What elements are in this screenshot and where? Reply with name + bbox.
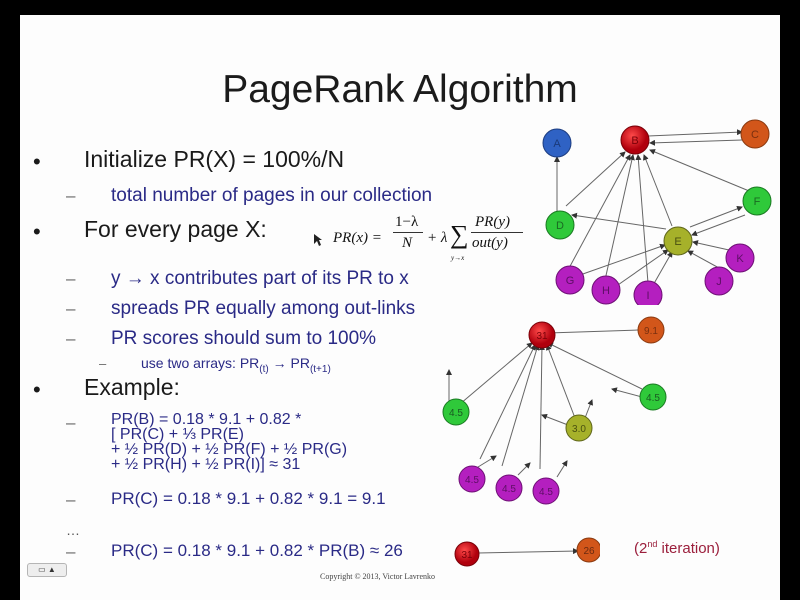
iteration-note: (2nd iteration) xyxy=(634,539,720,557)
svg-text:G: G xyxy=(566,275,575,287)
svg-text:3.0: 3.0 xyxy=(572,424,586,435)
bullet-example: Example: xyxy=(84,374,180,400)
slide: PageRank Algorithm • Initialize PR(X) = … xyxy=(20,15,780,600)
graph-top-node-g: G xyxy=(555,265,585,295)
svg-text:9.1: 9.1 xyxy=(644,326,658,337)
ellipsis: … xyxy=(66,522,80,538)
svg-text:4.5: 4.5 xyxy=(502,484,516,495)
bullet-marker: • xyxy=(33,219,41,244)
bullet-marker: • xyxy=(33,149,41,174)
sub-bullet-sum: PR scores should sum to 100% xyxy=(111,328,377,349)
graph-iteration-1: 31 9.1 4.5 4.5 3.0 4.5 4.5 4.5 xyxy=(442,316,667,505)
bullet-marker: • xyxy=(33,377,41,402)
svg-text:4.5: 4.5 xyxy=(449,408,463,419)
dash-marker: – xyxy=(66,490,76,509)
svg-text:31: 31 xyxy=(461,550,473,561)
graph-top: A B C D E F G H I J K xyxy=(542,119,772,305)
copyright: Copyright © 2013, Victor Lavrenko xyxy=(320,572,435,581)
dash-marker: – xyxy=(66,299,76,318)
example-pr-c-first: PR(C) = 0.18 * 9.1 + 0.82 * 9.1 = 9.1 xyxy=(111,489,386,508)
slide-title: PageRank Algorithm xyxy=(222,68,578,111)
bullet-for-every-page: For every page X: xyxy=(84,216,267,242)
graph-top-node-d: D xyxy=(545,210,575,240)
svg-text:C: C xyxy=(751,129,759,141)
svg-text:D: D xyxy=(556,220,564,232)
graph-iteration-2: 31 26 xyxy=(454,537,600,567)
graph-top-node-j: J xyxy=(704,266,734,296)
graph-top-node-h: H xyxy=(591,275,621,305)
sub-sub-bullet-two-arrays: use two arrays: PR(t) → PR(t+1) xyxy=(141,355,331,375)
graph-top-node-i: I xyxy=(633,280,663,305)
dash-marker: – xyxy=(99,356,107,371)
svg-text:26: 26 xyxy=(583,546,595,557)
graph-top-node-c: C xyxy=(740,119,770,149)
svg-text:A: A xyxy=(553,138,561,150)
graph-bottom-node-c: 26 xyxy=(576,537,600,563)
svg-text:K: K xyxy=(736,253,744,265)
graph-mid-node-i: 4.5 xyxy=(532,477,560,505)
dash-marker: – xyxy=(66,542,76,561)
svg-text:F: F xyxy=(754,196,761,208)
graph-mid-node-h: 4.5 xyxy=(495,474,523,502)
sub-bullet-total-pages: total number of pages in our collection xyxy=(111,185,433,206)
graph-mid-node-c: 9.1 xyxy=(637,316,665,344)
svg-text:J: J xyxy=(716,276,722,288)
mouse-cursor-icon xyxy=(314,234,322,246)
graph-mid-node-f: 4.5 xyxy=(639,383,667,411)
sub-bullet-spreads: spreads PR equally among out-links xyxy=(111,298,416,319)
svg-text:31: 31 xyxy=(536,331,548,342)
svg-text:E: E xyxy=(674,236,681,248)
graph-top-node-b: B xyxy=(620,125,650,155)
graph-mid-node-e: 3.0 xyxy=(565,414,593,442)
svg-text:4.5: 4.5 xyxy=(646,393,660,404)
dash-marker: – xyxy=(66,413,76,432)
dash-marker: – xyxy=(66,186,76,205)
pagerank-formula: PR(x) = 1−λ N + λ ∑ y→x PR(y) out(y) xyxy=(333,210,563,268)
graph-top-node-f: F xyxy=(742,186,772,216)
sub-bullet-contributes: y → x contributes part of its PR to x xyxy=(111,268,409,289)
example-pr-c-second: PR(C) = 0.18 * 9.1 + 0.82 * PR(B) ≈ 26 xyxy=(111,541,403,560)
svg-text:I: I xyxy=(646,290,649,302)
graph-mid-node-d: 4.5 xyxy=(442,398,470,426)
example-pr-b: PR(B) = 0.18 * 9.1 + 0.82 * [ PR(C) + ⅓ … xyxy=(111,411,348,473)
bullet-initialize: Initialize PR(X) = 100%/N xyxy=(84,146,345,172)
dash-marker: – xyxy=(66,269,76,288)
svg-text:4.5: 4.5 xyxy=(465,475,479,486)
dash-marker: – xyxy=(66,329,76,348)
svg-text:H: H xyxy=(602,285,610,297)
graph-bottom-node-b: 31 xyxy=(454,541,480,567)
graph-mid-node-b: 31 xyxy=(528,321,556,349)
svg-text:4.5: 4.5 xyxy=(539,487,553,498)
graph-top-node-a: A xyxy=(542,128,572,158)
graph-top-node-e: E xyxy=(663,226,693,256)
player-control-button[interactable]: ▭ ▲ xyxy=(27,563,67,577)
svg-text:B: B xyxy=(631,135,638,147)
graph-mid-node-g: 4.5 xyxy=(458,465,486,493)
graph-top-node-k: K xyxy=(725,243,755,273)
